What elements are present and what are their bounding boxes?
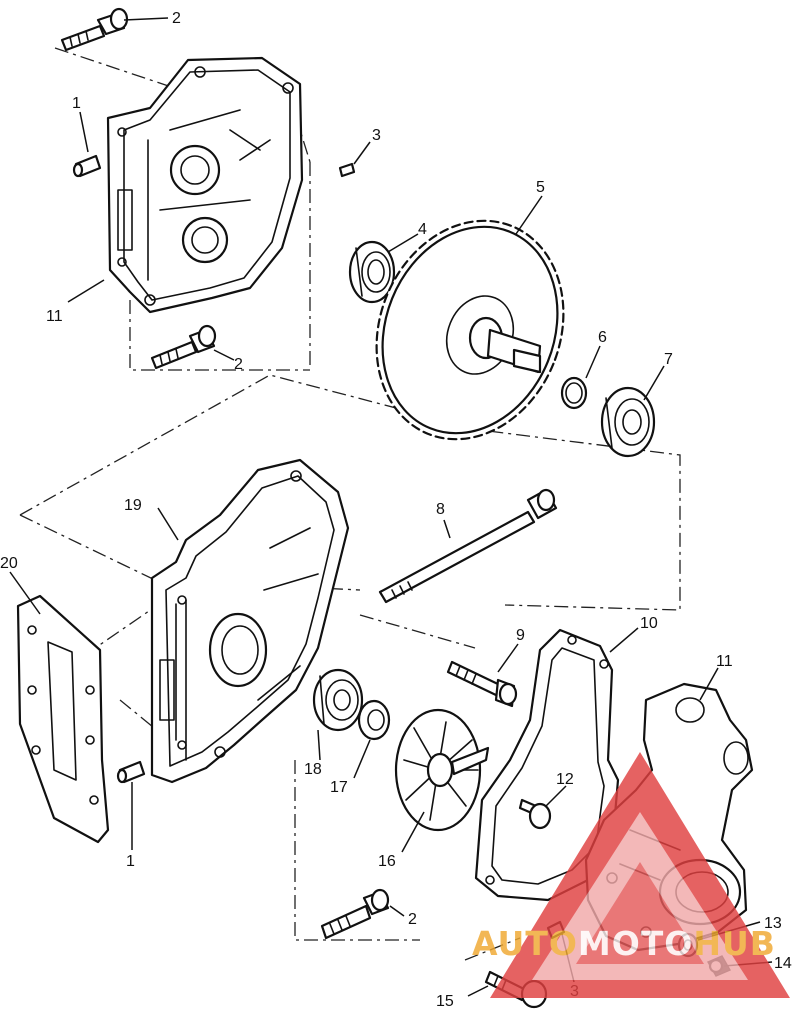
bolt-2-top [60, 7, 129, 52]
callout-1-top: 1 [72, 95, 81, 112]
cover-gasket-10 [474, 628, 620, 902]
automotohub-watermark: AUTOMOTOHUB [472, 752, 790, 998]
callout-16: 16 [378, 853, 396, 870]
callout-10: 10 [640, 615, 658, 632]
callout-2-middle: 2 [234, 356, 243, 373]
seal-18 [312, 668, 364, 732]
callout-9: 9 [516, 627, 525, 644]
callout-13: 13 [764, 915, 782, 932]
callout-11-top: 11 [46, 308, 63, 325]
upper-cover [106, 56, 304, 314]
o-ring-6 [560, 376, 588, 410]
callout-15: 15 [436, 993, 454, 1009]
callout-8: 8 [436, 501, 445, 518]
callout-1-bottom: 1 [126, 853, 135, 870]
callout-2-bottom: 2 [408, 911, 417, 928]
callout-5: 5 [536, 179, 545, 196]
callout-20: 20 [0, 555, 18, 572]
bolt-2-middle [150, 324, 217, 370]
watermark-triangle-core [576, 862, 704, 964]
long-bolt-8 [378, 488, 558, 604]
pin-3-top [338, 162, 356, 178]
callout-7: 7 [664, 351, 673, 368]
svg-text:AUTOMOTOHUB: AUTOMOTOHUB [472, 924, 776, 963]
bolt-9 [446, 660, 518, 708]
watermark-word-hub: HUB [693, 924, 776, 963]
callout-17: 17 [330, 779, 348, 796]
gear-5 [375, 219, 565, 441]
callout-12: 12 [556, 771, 574, 788]
callout-4: 4 [418, 221, 427, 238]
gasket-20 [16, 594, 110, 844]
callout-2-top: 2 [172, 10, 181, 27]
watermark-word-auto: AUTO [472, 924, 578, 963]
callout-19: 19 [124, 497, 142, 514]
callout-18: 18 [304, 761, 322, 778]
callout-3-top: 3 [372, 127, 381, 144]
dowel-pin-1-bottom [116, 760, 146, 784]
callout-6: 6 [598, 329, 607, 346]
washer-17 [357, 699, 391, 741]
bolt-2-bottom [320, 888, 390, 940]
watermark-word-moto: MOTO [578, 924, 693, 963]
impeller-16 [394, 708, 490, 832]
callout-14: 14 [774, 955, 792, 972]
pump-housing-19 [150, 458, 350, 784]
screw-12 [518, 798, 552, 830]
dowel-pin-1-top [72, 154, 102, 178]
callout-11-right: 11 [716, 653, 733, 670]
bearing-4 [348, 240, 396, 304]
bearing-7 [600, 386, 656, 458]
